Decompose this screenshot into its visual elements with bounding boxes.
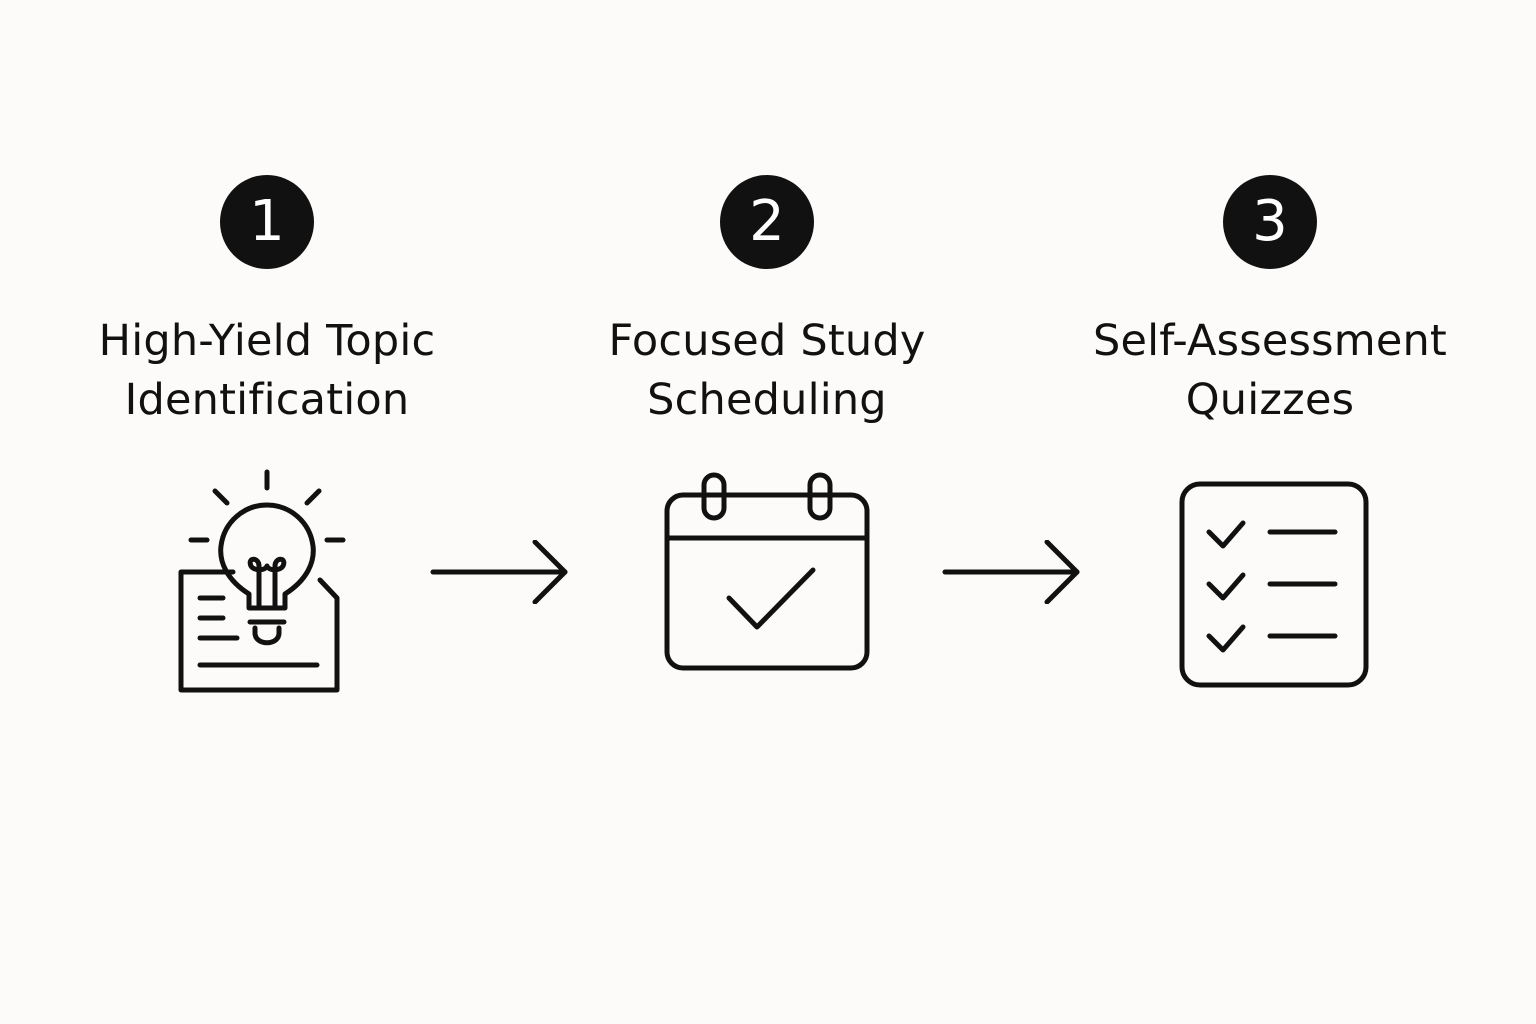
step-number-badge: 3 [1223, 175, 1317, 269]
step-title-line-2: Identification [124, 375, 410, 425]
step-1: 1 High-Yield Topic Identification [37, 0, 497, 1024]
step-number-badge: 2 [720, 175, 814, 269]
step-title-line-2: Scheduling [647, 375, 887, 425]
checklist-icon [1150, 460, 1390, 710]
lightbulb-document-icon [147, 460, 387, 710]
step-title: Self-Assessment Quizzes [1040, 312, 1500, 430]
step-title: High-Yield Topic Identification [37, 312, 497, 430]
step-title-line-1: Self-Assessment [1093, 316, 1447, 366]
calendar-check-icon [647, 460, 887, 710]
step-title-line-2: Quizzes [1185, 375, 1355, 425]
step-title-line-1: High-Yield Topic [98, 316, 436, 366]
step-title: Focused Study Scheduling [537, 312, 997, 430]
step-title-line-1: Focused Study [608, 316, 926, 366]
step-2: 2 Focused Study Scheduling [537, 0, 997, 1024]
arrow-right-icon [937, 540, 1087, 604]
arrow-right-icon [425, 540, 575, 604]
step-3: 3 Self-Assessment Quizzes [1040, 0, 1500, 1024]
step-number-badge: 1 [220, 175, 314, 269]
